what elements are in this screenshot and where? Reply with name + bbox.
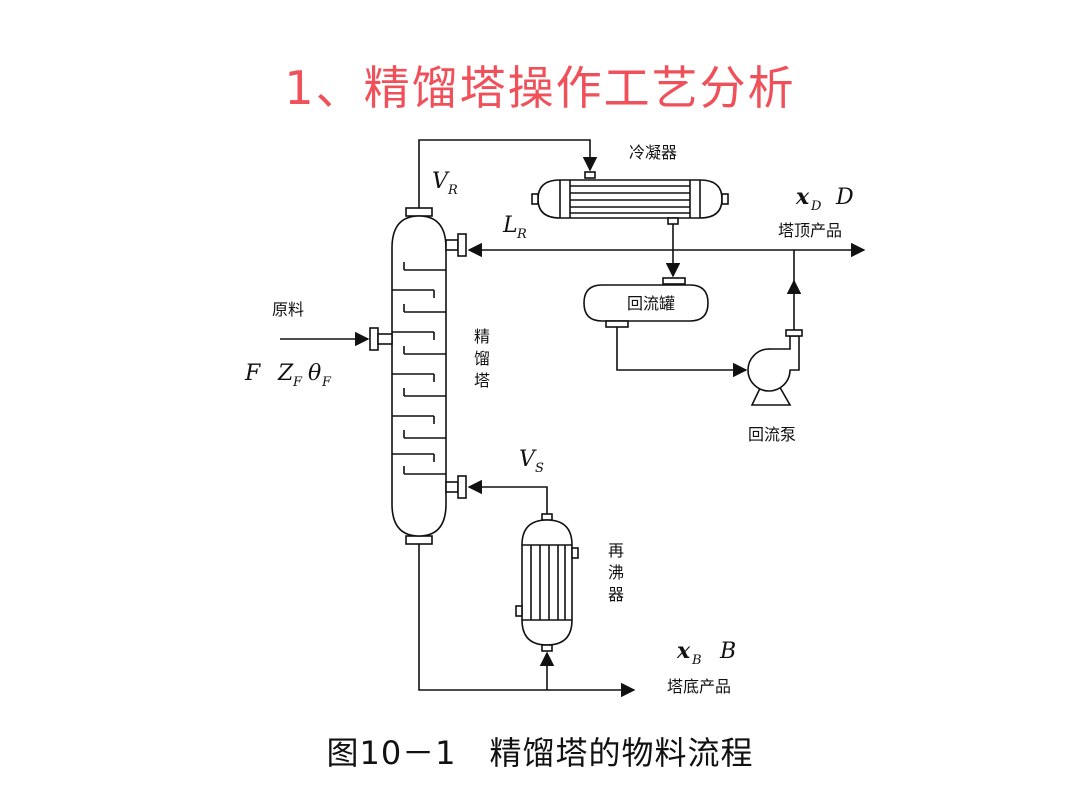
reboiler-vapor-line [467,479,548,514]
vapor-overhead-line [418,139,598,200]
column-trays [392,262,446,475]
svg-text:V: V [432,169,450,194]
figure-caption: 图10－1 精馏塔的物料流程 [326,734,754,772]
column-label-2: 馏 [474,349,490,368]
svg-text:θ: θ [308,361,321,386]
svg-text:L: L [502,213,518,238]
svg-text:S: S [535,461,544,476]
svg-text:R: R [447,183,458,198]
svg-text:F: F [292,375,303,390]
distillation-column [369,200,467,545]
svg-text:B: B [691,653,702,668]
reboiler [515,513,579,652]
reboiler-label-1: 再 [608,541,624,560]
svg-text:x: x [676,638,691,664]
condenser-label: 冷凝器 [629,143,677,162]
svg-text:D: D [835,185,854,210]
svg-text:F: F [321,375,332,390]
bottom-product-label: 塔底产品 [667,677,731,696]
svg-text:V: V [519,447,537,472]
var-VR: V R [432,169,458,198]
column-shell [391,215,447,537]
reflux-drum-label: 回流罐 [627,294,675,313]
condenser [531,171,729,225]
reflux-pump-label: 回流泵 [748,425,796,444]
svg-text:F: F [244,361,261,386]
var-VS: V S [519,447,544,476]
reflux-pump [747,329,803,406]
top-product-label: 塔顶产品 [778,221,842,240]
pipes [280,139,866,698]
svg-text:D: D [810,199,822,214]
svg-text:B: B [719,639,736,664]
var-F-ZF-thetaF: F Z F θ F [244,361,332,390]
feed-label: 原料 [272,300,304,319]
svg-text:Z: Z [277,361,294,386]
var-xD-D: x D D [795,184,854,214]
page-title: 1、精馏塔操作工艺分析 [284,61,796,115]
bottom-product-line [418,544,636,698]
svg-text:x: x [795,184,810,210]
var-xB-B: x B B [676,638,736,668]
svg-text:R: R [516,227,527,242]
reboiler-label-3: 器 [608,585,624,604]
column-top-nozzle [405,207,433,217]
var-LR: L R [502,213,527,242]
reboiler-label-2: 沸 [608,563,624,582]
column-bottom-nozzle [405,535,433,545]
column-label-3: 塔 [474,371,490,390]
column-label-1: 精 [474,327,490,346]
drum-to-pump-line [616,327,748,378]
